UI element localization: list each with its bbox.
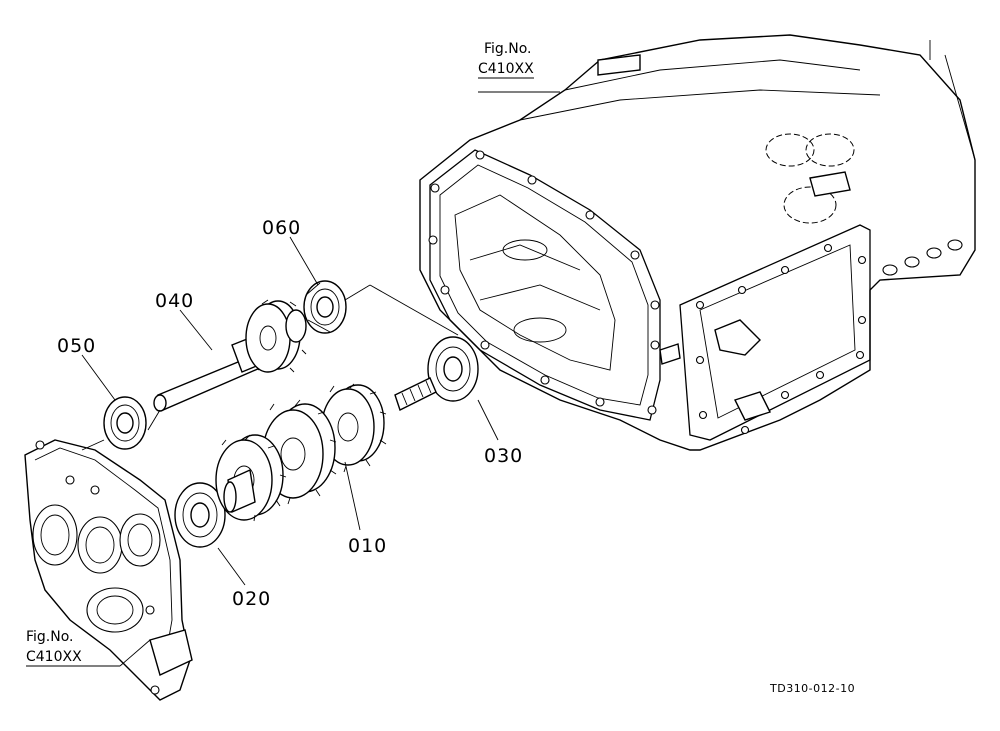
shaft-040 <box>153 299 307 412</box>
leader-lines <box>81 91 560 586</box>
figure-ref-top-line1: Fig.No. <box>484 41 532 57</box>
figure-ref-top: Fig.No. C410XX <box>478 41 534 79</box>
drawing-code: TD310-012-10 <box>769 682 855 695</box>
bearing-060 <box>303 280 347 334</box>
figure-ref-top-line2: C410XX <box>478 61 534 77</box>
callout-030: 030 <box>484 445 523 467</box>
callout-060: 060 <box>262 217 301 239</box>
bearing-050 <box>103 396 147 450</box>
case-studs <box>882 239 963 276</box>
figure-ref-bottom: Fig.No. C410XX <box>26 629 151 667</box>
figure-ref-bottom-line1: Fig.No. <box>26 629 74 645</box>
callout-010: 010 <box>348 535 387 557</box>
callout-050: 050 <box>57 335 96 357</box>
callout-020: 020 <box>232 588 271 610</box>
transmission-case <box>419 34 976 451</box>
gear-shaft-010 <box>215 377 437 522</box>
figure-ref-bottom-line2: C410XX <box>26 649 82 665</box>
bearing-030 <box>427 336 479 402</box>
bearing-020 <box>174 482 226 548</box>
callout-040: 040 <box>155 290 194 312</box>
front-cover <box>24 439 193 701</box>
